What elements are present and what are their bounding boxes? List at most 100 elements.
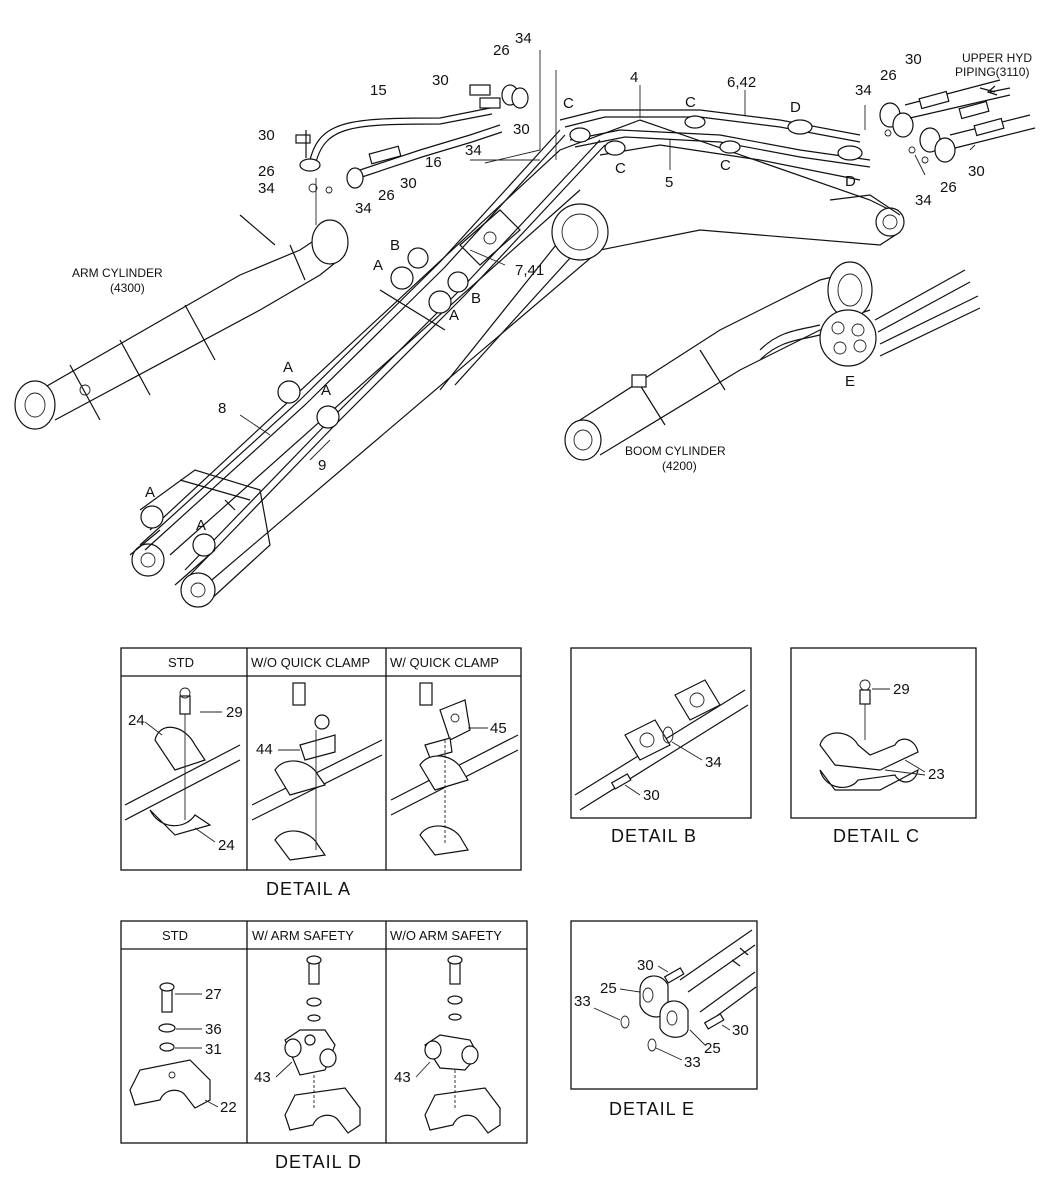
detail-e-callout-25-left: 25	[600, 980, 617, 997]
callout-5: 5	[665, 174, 673, 191]
detail-d-caption: DETAIL D	[275, 1152, 362, 1172]
detail-e-callout-25-right: 25	[704, 1040, 721, 1057]
main-callout-labels: 34 26 30 15 30 30 26 16 30 34 26 34 34 C…	[145, 30, 985, 534]
detail-a: STD W/O QUICK CLAMP W/ QUICK CLAMP 24 29…	[120, 647, 522, 899]
callout-b-1: B	[390, 237, 400, 254]
callout-30-top-right: 30	[513, 121, 530, 138]
callout-6-42: 6,42	[727, 74, 756, 91]
detail-d: STD W/ ARM SAFETY W/O ARM SAFETY 27 36 3…	[120, 920, 528, 1172]
callout-a-1: A	[373, 257, 383, 274]
callout-a-2: A	[449, 307, 459, 324]
detail-a-callout-29: 29	[226, 704, 243, 721]
callout-c-2: C	[685, 94, 696, 111]
detail-e: 30 25 33 30 25 33 DETAIL E	[570, 920, 758, 1119]
callout-30-top-hose: 30	[432, 72, 449, 89]
top-hoses	[295, 84, 529, 194]
callout-c-4: C	[720, 157, 731, 174]
callout-b-2: B	[471, 290, 481, 307]
callout-26-top: 26	[493, 42, 510, 59]
detail-d-w-arm-safety-parts	[284, 955, 361, 1134]
callout-4: 4	[630, 69, 638, 86]
callout-15: 15	[370, 82, 387, 99]
detail-a-callout-24-top: 24	[128, 712, 145, 729]
callout-30-right-bottom: 30	[968, 163, 985, 180]
callout-a-4: A	[321, 382, 331, 399]
detail-a-wo-quick-clamp-parts	[251, 682, 383, 861]
detail-e-callout-33-left: 33	[574, 993, 591, 1010]
detail-b-callout-34: 34	[705, 754, 722, 771]
main-assembly-drawing: 34 26 30 15 30 30 26 16 30 34 26 34 34 C…	[14, 30, 1036, 608]
callout-34-boom: 34	[465, 142, 482, 159]
arm-cylinder	[14, 214, 349, 430]
arm-lower	[129, 469, 271, 608]
detail-a-callout-44: 44	[256, 741, 273, 758]
callout-9: 9	[318, 457, 326, 474]
detail-d-wo-arm-safety-parts	[424, 955, 501, 1134]
detail-d-callout-36: 36	[205, 1021, 222, 1038]
detail-a-std-clamp	[124, 687, 241, 836]
label-boom-cylinder: BOOM CYLINDER	[625, 444, 726, 458]
callout-a-3: A	[283, 359, 293, 376]
detail-a-header-w-quick-clamp: W/ QUICK CLAMP	[390, 655, 499, 670]
callout-34-right-top: 34	[855, 82, 872, 99]
label-upper-hyd: UPPER HYD	[962, 51, 1032, 65]
detail-d-header-std: STD	[162, 928, 188, 943]
callout-34-right-bottom: 34	[915, 192, 932, 209]
detail-a-header-std: STD	[168, 655, 194, 670]
detail-d-callout-22: 22	[220, 1099, 237, 1116]
detail-d-header-w-arm-safety: W/ ARM SAFETY	[252, 928, 354, 943]
detail-c-callout-29: 29	[893, 681, 910, 698]
detail-d-header-wo-arm-safety: W/O ARM SAFETY	[390, 928, 502, 943]
detail-d-callout-43-wo: 43	[394, 1069, 411, 1086]
assembly-labels: UPPER HYD PIPING(3110) ARM CYLINDER (430…	[72, 51, 1032, 473]
callout-34-top: 34	[515, 30, 532, 47]
callout-a-6: A	[196, 517, 206, 534]
callout-26-mid: 26	[378, 187, 395, 204]
callout-d-1: D	[790, 99, 801, 116]
callout-e: E	[845, 373, 855, 390]
callout-16: 16	[425, 154, 442, 171]
boom-cylinder	[564, 261, 981, 461]
callout-8: 8	[218, 400, 226, 417]
detail-d-callout-43-w: 43	[254, 1069, 271, 1086]
callout-7-41: 7,41	[515, 262, 544, 279]
callout-34-left: 34	[258, 180, 275, 197]
upper-hyd-arrow	[986, 85, 1011, 96]
callout-30-left: 30	[258, 127, 275, 144]
callout-30-right-top: 30	[905, 51, 922, 68]
detail-e-callout-30-top: 30	[637, 957, 654, 974]
label-arm-cylinder: ARM CYLINDER	[72, 266, 163, 280]
callout-26-right-bottom: 26	[940, 179, 957, 196]
detail-b: 34 30 DETAIL B	[570, 647, 752, 846]
right-fittings	[879, 79, 1036, 164]
detail-c-caption: DETAIL C	[833, 826, 920, 846]
hydraulic-lines-8-9	[139, 129, 606, 576]
callout-30-mid: 30	[400, 175, 417, 192]
clamp-markers	[140, 247, 469, 557]
detail-a-caption: DETAIL A	[266, 879, 351, 899]
detail-e-caption: DETAIL E	[609, 1099, 695, 1119]
detail-d-callout-27: 27	[205, 986, 222, 1003]
detail-a-callout-24-bottom: 24	[218, 837, 235, 854]
label-boom-cylinder-ref: (4200)	[662, 459, 697, 473]
label-upper-hyd-piping: PIPING(3110)	[955, 65, 1029, 79]
detail-a-w-quick-clamp-parts	[390, 682, 519, 856]
detail-b-caption: DETAIL B	[611, 826, 697, 846]
leader-lines	[239, 50, 976, 461]
callout-c-1: C	[563, 95, 574, 112]
detail-a-callout-45: 45	[490, 720, 507, 737]
callout-c-3: C	[615, 160, 626, 177]
callout-a-5: A	[145, 484, 155, 501]
callout-d-2: D	[845, 173, 856, 190]
detail-c: 29 23 DETAIL C	[790, 647, 977, 846]
detail-e-callout-33-right: 33	[684, 1054, 701, 1071]
detail-d-std-parts	[129, 982, 211, 1109]
callout-34-mid: 34	[355, 200, 372, 217]
boom-body	[149, 119, 905, 591]
callout-26-right-top: 26	[880, 67, 897, 84]
detail-d-callout-31: 31	[205, 1041, 222, 1058]
callout-26-left: 26	[258, 163, 275, 180]
label-arm-cylinder-ref: (4300)	[110, 281, 145, 295]
detail-a-header-wo-quick-clamp: W/O QUICK CLAMP	[251, 655, 370, 670]
